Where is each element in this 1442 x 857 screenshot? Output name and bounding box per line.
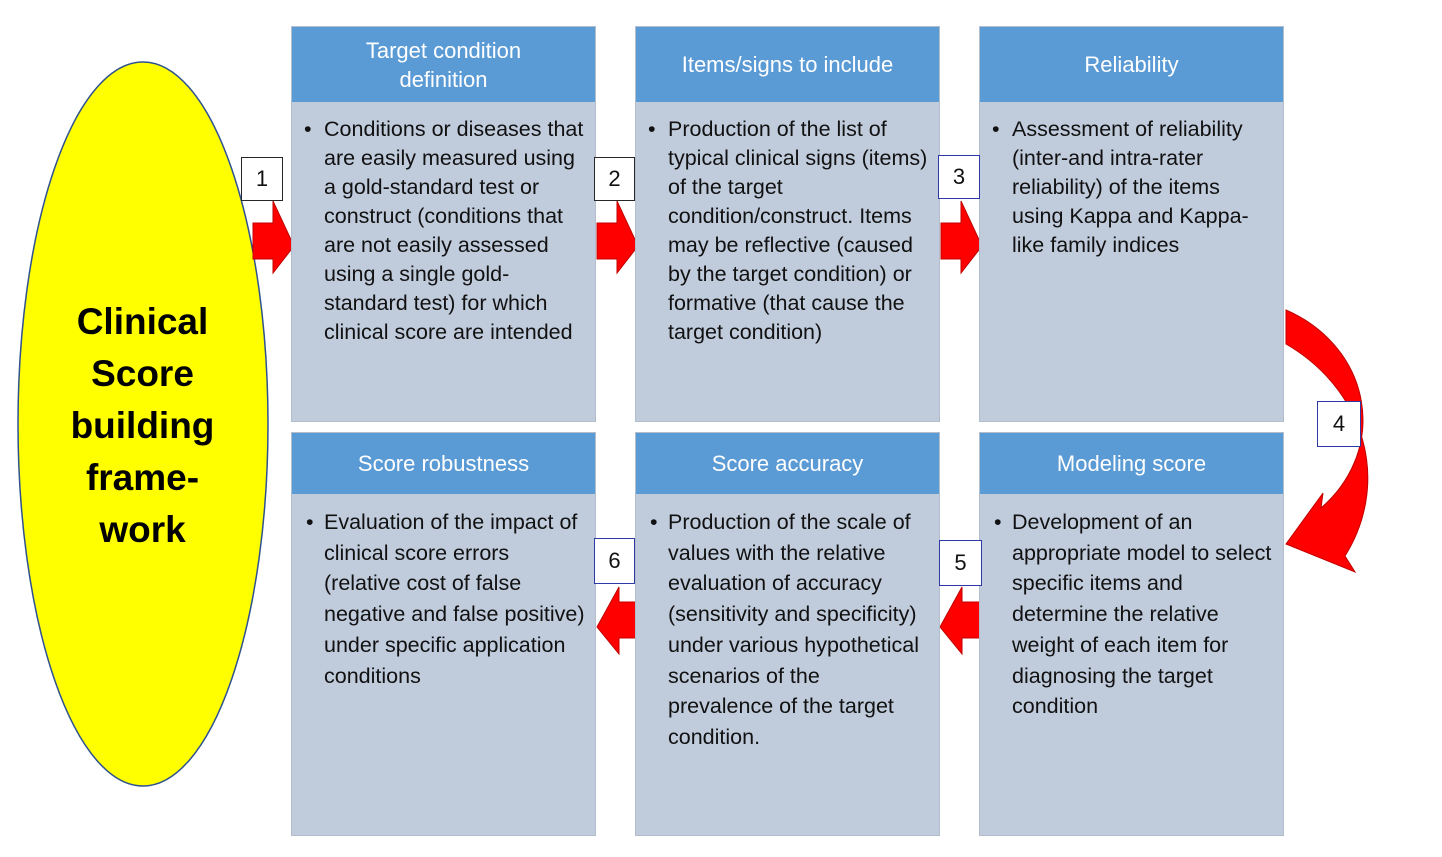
step-title: Items/signs to include (681, 52, 894, 77)
framework-ellipse (17, 61, 269, 787)
arrow-6-icon (596, 586, 641, 656)
step-bullet: Conditions or diseases that are easily m… (292, 115, 595, 347)
step-box-modeling-score: Modeling score Development of an appropr… (979, 432, 1284, 836)
step-number-badge: 5 (939, 540, 982, 586)
step-box-score-accuracy: Score accuracy Production of the scale o… (635, 432, 940, 836)
step-title: Modeling score (1056, 451, 1207, 476)
step-number-badge: 6 (594, 538, 635, 584)
step-box-items-signs: Items/signs to include Production of the… (635, 26, 940, 422)
step-header: Score robustness (292, 433, 595, 494)
step-bullet: Assessment of reliability (inter-and int… (980, 115, 1283, 260)
step-number-badge: 4 (1317, 401, 1361, 447)
arrow-5-icon (939, 586, 984, 656)
arrow-1-icon (252, 200, 295, 275)
step-header: Score accuracy (636, 433, 939, 494)
step-body: Production of the list of typical clinic… (636, 102, 939, 421)
step-number-badge: 3 (938, 155, 980, 199)
step-bullet: Development of an appropriate model to s… (980, 507, 1283, 722)
step-box-target-condition: Target condition definition Conditions o… (291, 26, 596, 422)
step-title: definition (399, 66, 488, 92)
step-bullet: Evaluation of the impact of clinical sco… (292, 507, 595, 691)
step-title: Score robustness (357, 451, 530, 476)
arrow-3-icon (940, 200, 983, 275)
step-body: Evaluation of the impact of clinical sco… (292, 494, 595, 835)
step-bullet: Production of the scale of values with t… (636, 507, 939, 753)
framework-label-line: building (70, 405, 215, 446)
step-box-score-robustness: Score robustness Evaluation of the impac… (291, 432, 596, 836)
step-body: Assessment of reliability (inter-and int… (980, 102, 1283, 421)
framework-label-line: Score (91, 353, 194, 394)
step-number-badge: 1 (241, 157, 283, 201)
step-body: Conditions or diseases that are easily m… (292, 102, 595, 421)
step-bullet: Production of the list of typical clinic… (636, 115, 939, 347)
arrow-4-curved-icon (1285, 309, 1369, 574)
arrow-2-icon (596, 200, 639, 275)
step-header: Reliability (980, 27, 1283, 102)
step-header: Target condition definition (292, 27, 595, 102)
step-header: Modeling score (980, 433, 1283, 494)
step-title: Reliability (1084, 52, 1179, 77)
step-header: Items/signs to include (636, 27, 939, 102)
step-title: Score accuracy (711, 451, 864, 476)
step-body: Production of the scale of values with t… (636, 494, 939, 835)
step-body: Development of an appropriate model to s… (980, 494, 1283, 835)
framework-label-line: Clinical (76, 301, 209, 342)
framework-label-line: frame- (85, 457, 200, 498)
framework-label-line: work (99, 509, 186, 550)
step-title: Target condition (365, 37, 522, 63)
step-number-badge: 2 (594, 157, 635, 201)
step-box-reliability: Reliability Assessment of reliability (i… (979, 26, 1284, 422)
framework-label: Clinical Score building frame- work (40, 296, 245, 556)
